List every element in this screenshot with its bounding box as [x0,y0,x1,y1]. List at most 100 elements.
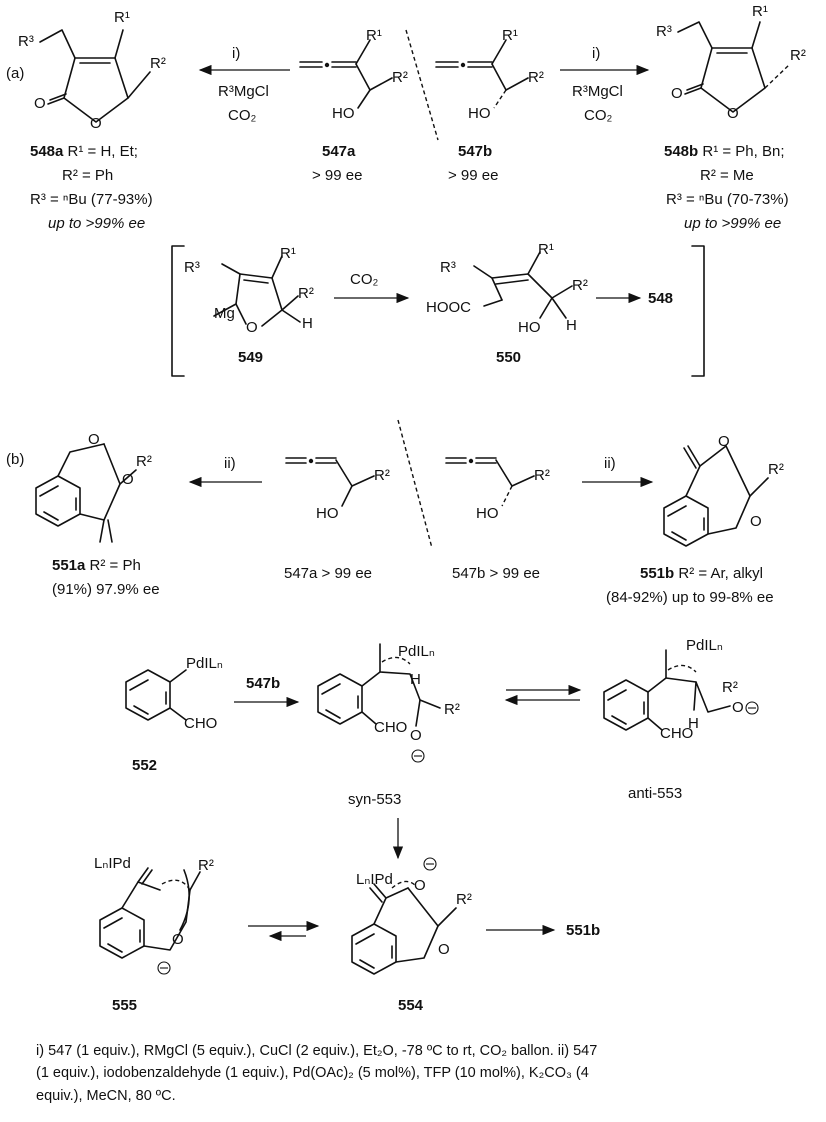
label-551b: 551b R² = Ar, alkyl [640,565,763,582]
svg-text:Mg: Mg [214,305,235,322]
svg-text:CHO: CHO [184,715,217,732]
svg-text:R¹: R¹ [752,3,768,20]
svg-text:R²: R² [456,891,472,908]
label-547a: 547a [322,143,356,160]
label-548: 548 [648,290,673,307]
panel-b-tag: (b) [6,451,24,468]
structure-555: LₙIPd R² O [94,855,214,975]
conditions-line-3: equiv.), MeCN, 80 ºC. [36,1087,176,1104]
structure-547a-b: R² HO [285,457,390,522]
svg-text:O: O [410,727,422,744]
structure-548a: O O R³ R¹ R² [18,9,166,132]
svg-text:i): i) [592,45,600,62]
structure-syn-553: PdILₙ H CHO O R² [317,643,460,763]
structure-554: LₙIPd O R² O [351,857,472,975]
svg-text:O: O [750,513,762,530]
svg-text:CHO: CHO [374,719,407,736]
svg-text:R²: R² [572,277,588,294]
svg-text:R¹: R¹ [366,27,382,44]
yield-551a: (91%) 97.9% ee [52,581,160,598]
label-552: 552 [132,757,157,774]
svg-text:O: O [732,699,744,716]
mirror-line-a [405,29,439,141]
svg-text:R³: R³ [656,23,672,40]
structure-552: PdILₙ CHO [125,655,223,732]
r2-548a: R² = Ph [62,167,113,184]
label-548b: 548b R¹ = Ph, Bn; [664,143,785,160]
svg-text:R²: R² [768,461,784,478]
label-547a-b: 547a > 99 ee [284,565,372,582]
svg-text:O: O [88,431,100,448]
svg-text:CHO: CHO [660,725,693,742]
svg-text:R²: R² [392,69,408,86]
reagent-i-left: i) [232,45,240,62]
reagent-ii-left: ii) [224,455,236,472]
svg-text:HO: HO [518,319,541,336]
structure-551b: O O R² [663,433,784,547]
reagent-547b: 547b [246,675,280,692]
svg-text:R³: R³ [184,259,200,276]
structure-anti-553: PdILₙ R² H O CHO [603,637,759,742]
svg-text:HO: HO [468,105,491,122]
structure-549: R³ R¹ R² H Mg O [184,245,314,336]
label-547b-b: 547b > 99 ee [452,565,540,582]
yield-551b: (84-92%) up to 99-8% ee [606,589,774,606]
svg-text:HO: HO [332,105,355,122]
svg-text:R²: R² [790,47,806,64]
structure-550: R³ R¹ R² H HOOC HO [426,241,588,336]
svg-text:H: H [410,671,421,688]
label-555: 555 [112,997,137,1014]
svg-text:R²: R² [722,679,738,696]
label-549: 549 [238,349,263,366]
svg-text:R²: R² [374,467,390,484]
label-syn-553: syn-553 [348,791,401,808]
label-551a: 551a R² = Ph [52,557,141,574]
reagent-ii-right: ii) [604,455,616,472]
label-550: 550 [496,349,521,366]
r2-548b: R² = Me [700,167,754,184]
label-anti-553: anti-553 [628,785,682,802]
svg-text:O: O [414,877,426,894]
svg-text:H: H [302,315,313,332]
svg-text:HOOC: HOOC [426,299,471,316]
structure-551a: O O R² [35,431,152,543]
label-554: 554 [398,997,424,1014]
structure-547b-b: R² HO [445,457,550,522]
svg-text:R²: R² [298,285,314,302]
mirror-line-b [397,419,433,549]
svg-text:R²: R² [528,69,544,86]
svg-text:CO₂: CO₂ [228,107,257,124]
svg-text:H: H [566,317,577,334]
svg-text:R²: R² [534,467,550,484]
structure-548b: O O R³ R¹ R² [656,3,806,122]
bracket-left [171,245,185,377]
svg-text:O: O [727,105,739,122]
svg-text:HO: HO [476,505,499,522]
svg-text:LₙIPd: LₙIPd [356,871,393,888]
label-547b: 547b [458,143,492,160]
svg-text:R²: R² [198,857,214,874]
svg-text:R³: R³ [440,259,456,276]
svg-text:PdILₙ: PdILₙ [186,655,223,672]
ee-548b: up to >99% ee [684,215,781,232]
svg-text:R³: R³ [18,33,34,50]
svg-text:R¹: R¹ [114,9,130,26]
svg-text:O: O [671,85,683,102]
svg-text:O: O [122,471,134,488]
panel-a-tag: (a) [6,65,24,82]
label-548a: 548a R¹ = H, Et; [30,143,138,160]
reaction-scheme: (a) O O R³ R¹ R² 548a R¹ = H, Et; R² = P… [6,3,806,1014]
svg-text:R²: R² [444,701,460,718]
ee-547a: > 99 ee [312,167,362,184]
svg-text:O: O [718,433,730,450]
ee-548a: up to >99% ee [48,215,145,232]
svg-text:CO₂: CO₂ [584,107,613,124]
svg-text:O: O [438,941,450,958]
svg-text:R²: R² [136,453,152,470]
svg-text:O: O [34,95,46,112]
conditions-line-2: (1 equiv.), iodobenzaldehyde (1 equiv.),… [36,1065,589,1082]
reaction-conditions: i) 547 (1 equiv.), RMgCl (5 equiv.), CuC… [36,1040,796,1107]
structure-547b: R¹ R² HO [435,27,544,122]
svg-text:PdILₙ: PdILₙ [398,643,435,660]
svg-text:R³MgCl: R³MgCl [572,83,623,100]
